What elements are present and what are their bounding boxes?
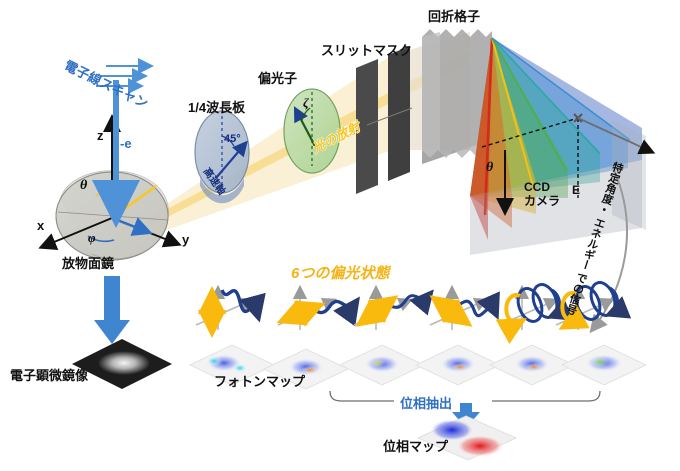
label-mirror-theta: θ — [80, 178, 88, 193]
photon-map-4 — [414, 344, 502, 386]
polarization-state-1 — [195, 284, 266, 338]
label-ccd-camera: CCD カメラ — [524, 180, 560, 208]
polarization-state-4 — [429, 284, 500, 330]
label-parabolic-mirror: 放物面鏡 — [62, 256, 115, 271]
label-polarizer-angle: ζ — [303, 95, 309, 110]
label-phase-extraction: 位相抽出 — [398, 393, 455, 412]
label-polarizer: 偏光子 — [258, 71, 298, 86]
label-photon-map: フォトンマップ — [214, 374, 306, 389]
quarter-wave-plate — [194, 110, 250, 204]
polarization-state-5 — [495, 283, 574, 344]
label-mirror-phi: φ — [88, 230, 96, 245]
detector-axes — [481, 113, 656, 216]
label-diffraction-grating: 回折格子 — [428, 9, 481, 24]
wave-plate-angle-value: 45 — [224, 133, 237, 145]
label-axis-z: z — [97, 128, 104, 143]
polarization-state-2 — [276, 284, 360, 330]
label-energy-axis: E — [572, 183, 581, 197]
label-axis-y: y — [182, 232, 190, 247]
label-quarter-wave-plate: 1/4波長板 — [188, 100, 246, 115]
label-six-polarization-states: 6つの偏光状態 — [291, 265, 390, 282]
label-em-image: 電子顕微鏡像 — [10, 368, 89, 383]
label-detector-theta: θ — [486, 160, 494, 175]
label-wave-plate-angle: 45° — [224, 133, 241, 145]
photon-maps-row — [188, 344, 648, 390]
slit-mask — [356, 46, 413, 194]
polarization-state-3 — [353, 284, 434, 330]
phase-map — [416, 415, 518, 461]
polarization-states-row — [195, 281, 632, 344]
polarization-state-6 — [555, 281, 632, 330]
label-axis-x: x — [37, 218, 45, 233]
label-electron-charge: -e — [120, 136, 132, 151]
em-image-arrow — [94, 276, 130, 344]
ccd-line-1: CCD — [524, 180, 550, 194]
ccd-line-2: カメラ — [524, 194, 561, 208]
photon-map-3 — [338, 344, 426, 386]
photon-map-2 — [262, 348, 350, 390]
electron-beam — [92, 58, 154, 228]
diffraction-grating — [422, 29, 492, 164]
photon-map-6 — [560, 344, 648, 386]
spectrum-fan — [470, 37, 642, 240]
label-phase-map: 位相マップ — [383, 439, 449, 454]
phase-extraction-bracket — [329, 390, 601, 402]
em-image — [72, 339, 172, 389]
photon-map-1 — [188, 344, 276, 386]
label-slit-mask: スリットマスク — [321, 43, 413, 58]
wave-plate-angle-unit: ° — [236, 133, 241, 145]
polarizer — [283, 88, 341, 174]
